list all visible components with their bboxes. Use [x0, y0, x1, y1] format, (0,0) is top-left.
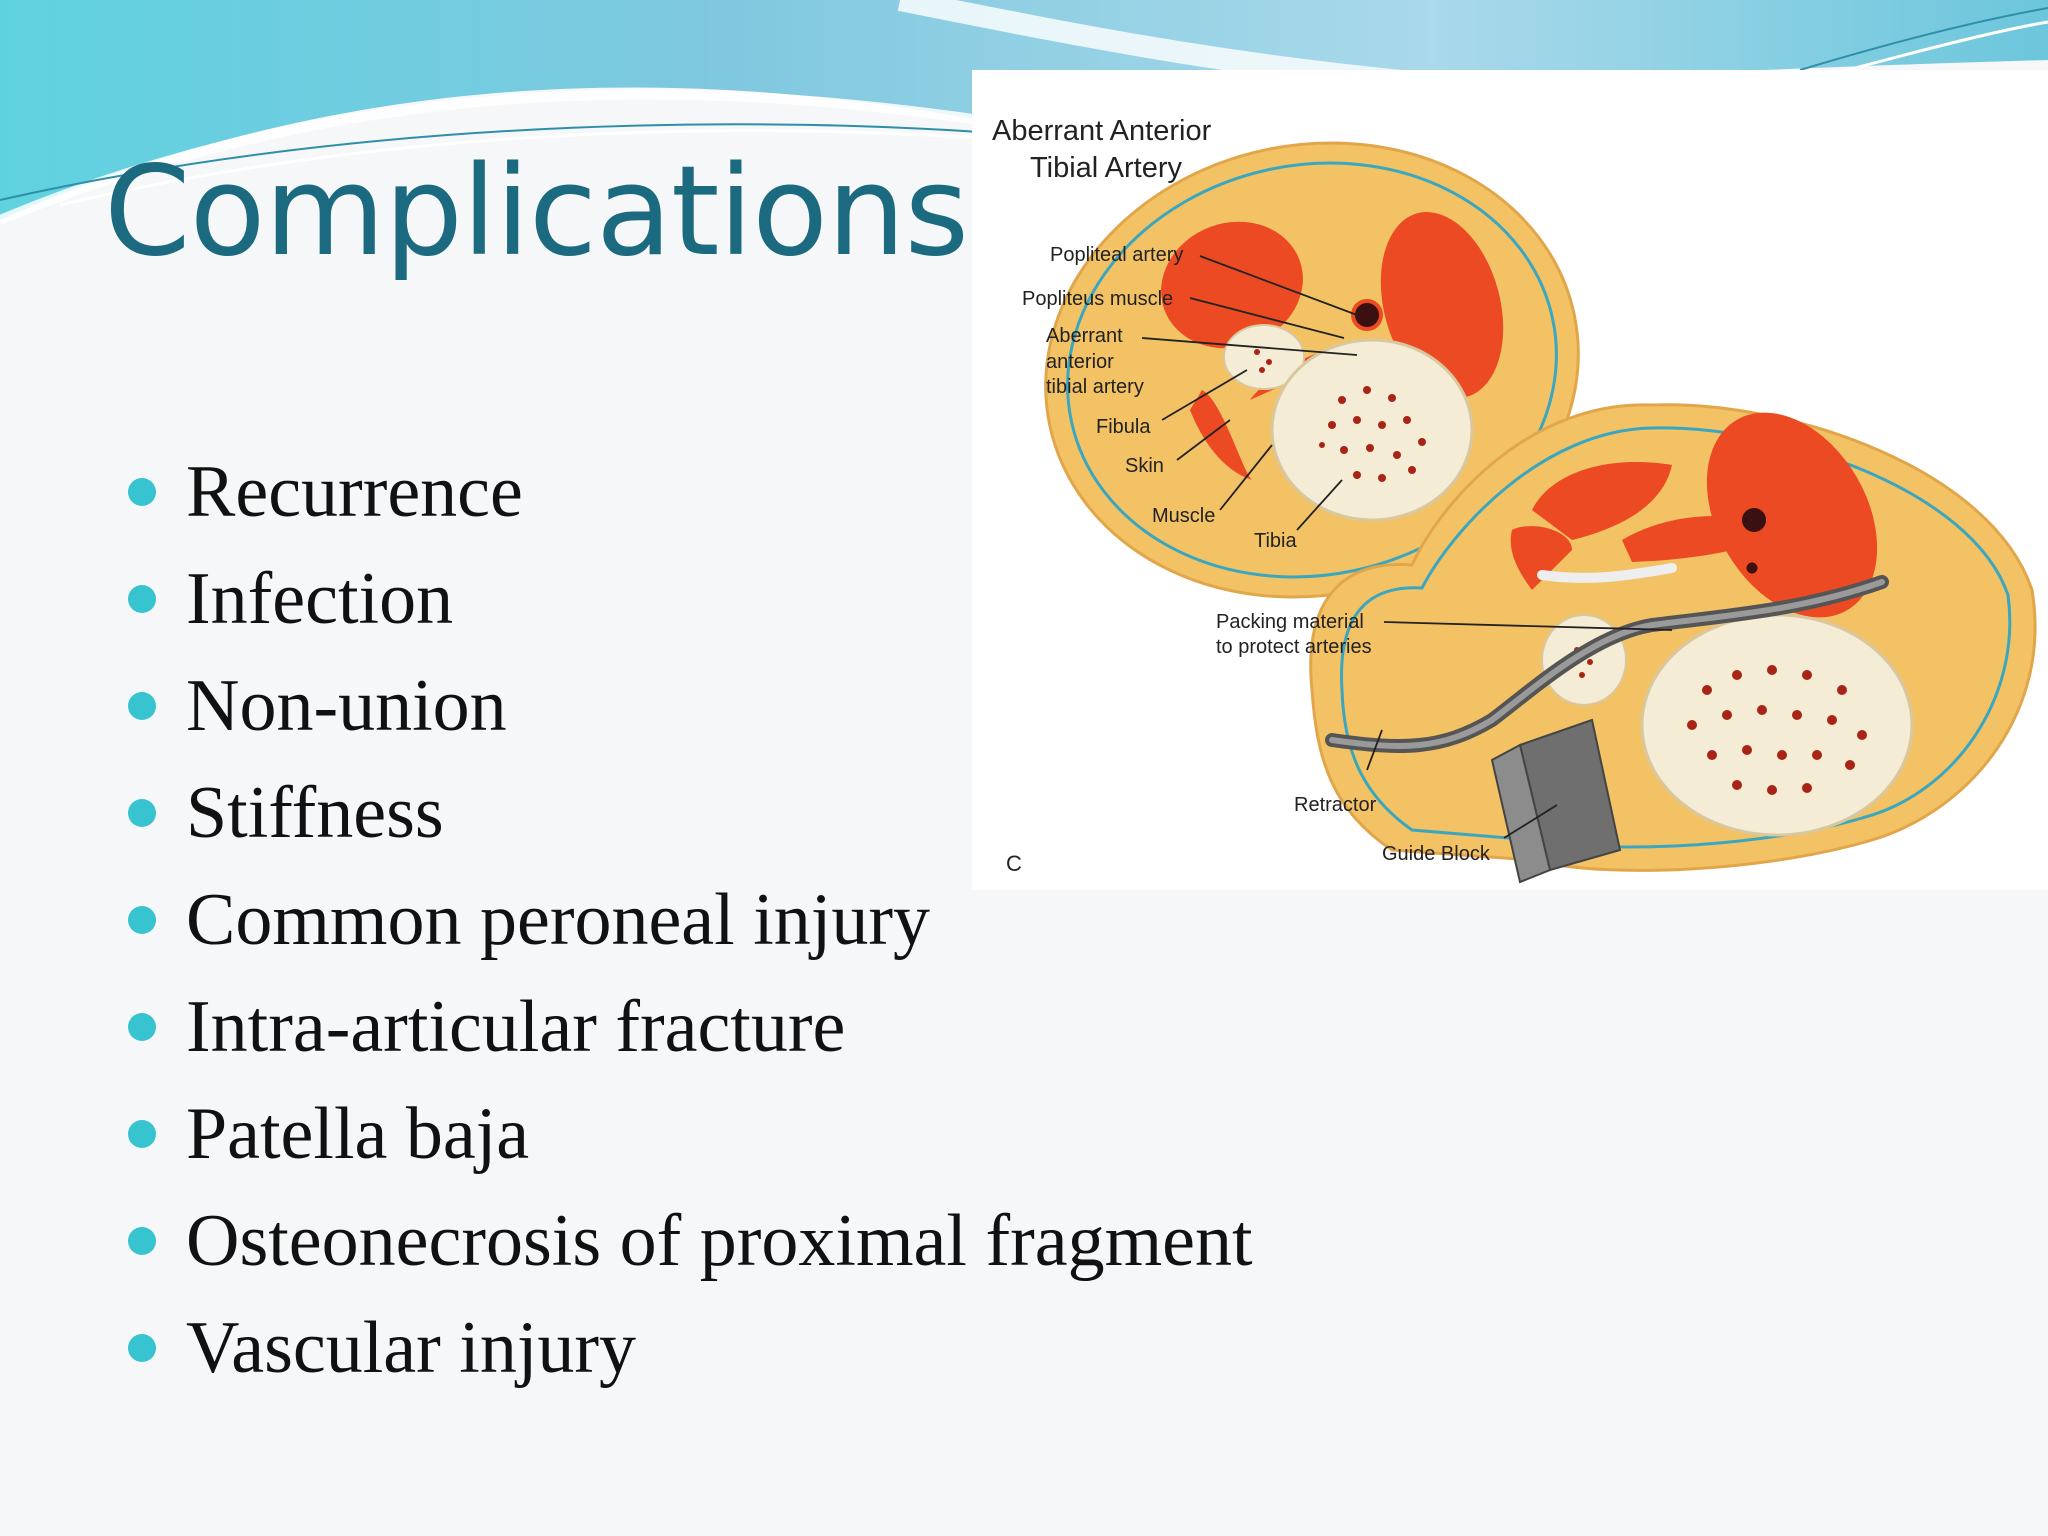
bullet-text: Infection — [186, 557, 454, 640]
bullet-text: Vascular injury — [186, 1306, 637, 1389]
bullet-text: Stiffness — [186, 771, 444, 854]
label-panel-letter: C — [1006, 851, 1022, 876]
bullet-dot-icon — [128, 691, 156, 720]
list-item: Common peroneal injury — [128, 866, 1253, 973]
upper-cross-section — [1044, 141, 1580, 599]
bullet-dot-icon — [128, 1226, 156, 1255]
bullet-dot-icon — [128, 1333, 156, 1362]
list-item: Infection — [128, 545, 1253, 652]
label-popliteus-muscle: Popliteus muscle — [1022, 288, 1173, 310]
bullet-text: Non-union — [186, 664, 507, 747]
bullet-dot-icon — [128, 584, 156, 613]
guide-block — [1490, 718, 1622, 884]
label-tibia: Tibia — [1254, 530, 1297, 552]
figure-title-line1: Aberrant Anterior — [992, 115, 1212, 147]
list-item: Stiffness — [128, 759, 1253, 866]
bullet-dot-icon — [128, 1012, 156, 1041]
list-item: Intra-articular fracture — [128, 973, 1253, 1080]
label-popliteal-artery: Popliteal artery — [1050, 244, 1183, 266]
bullet-dot-icon — [128, 905, 156, 934]
bullet-dot-icon — [128, 798, 156, 827]
bullet-dot-icon — [128, 1119, 156, 1148]
bullet-text: Common peroneal injury — [186, 878, 930, 961]
bullet-text: Osteonecrosis of proximal fragment — [186, 1199, 1253, 1282]
list-item: Recurrence — [128, 438, 1253, 545]
label-guide-block: Guide Block — [1382, 843, 1491, 865]
anatomy-figure: Aberrant Anterior Tibial Artery Poplitea… — [972, 70, 2048, 890]
bullet-text: Intra-articular fracture — [186, 985, 846, 1068]
label-aberrant-line3: tibial artery — [1046, 376, 1144, 398]
label-packing-line2: to protect arteries — [1216, 636, 1372, 658]
bullet-text: Patella baja — [186, 1092, 530, 1175]
list-item: Non-union — [128, 652, 1253, 759]
label-muscle: Muscle — [1152, 505, 1215, 527]
anatomy-illustration: Aberrant Anterior Tibial Artery Poplitea… — [972, 70, 2048, 890]
label-aberrant-line2: anterior — [1046, 351, 1114, 373]
list-item: Patella baja — [128, 1080, 1253, 1187]
slide-title: Complications — [104, 140, 969, 284]
bullet-dot-icon — [128, 477, 156, 506]
label-aberrant-line1: Aberrant — [1046, 325, 1123, 347]
label-skin: Skin — [1125, 455, 1164, 477]
list-item: Osteonecrosis of proximal fragment — [128, 1187, 1253, 1294]
lower-cross-section — [1309, 403, 2037, 884]
figure-title-line2: Tibial Artery — [1030, 152, 1183, 184]
list-item: Vascular injury — [128, 1294, 1253, 1401]
label-packing-line1: Packing material — [1216, 611, 1364, 633]
bullet-text: Recurrence — [186, 450, 523, 533]
label-retractor: Retractor — [1294, 794, 1377, 816]
bullet-list: Recurrence Infection Non-union Stiffness… — [128, 438, 1253, 1401]
label-fibula: Fibula — [1096, 416, 1151, 438]
